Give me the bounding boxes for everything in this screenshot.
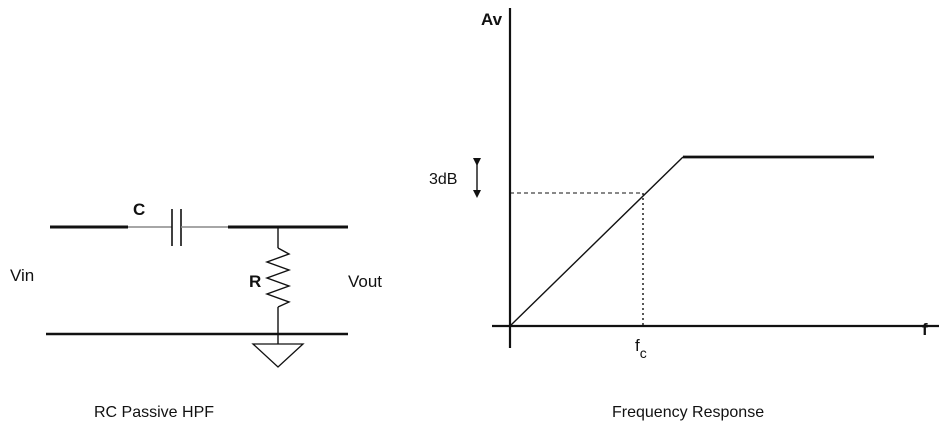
frequency-response-plot: Av f fc 3dB Frequency Response [429, 8, 939, 421]
resistor-zigzag [264, 247, 292, 308]
capacitor-label: C [133, 200, 145, 219]
resistor-label: R [249, 272, 261, 291]
y-axis-label: Av [481, 10, 503, 29]
response-caption: Frequency Response [612, 404, 764, 421]
circuit-caption: RC Passive HPF [94, 404, 214, 421]
cutoff-subscript: c [640, 345, 647, 361]
cutoff-frequency-label: fc [635, 336, 647, 361]
response-rising-slope [509, 156, 684, 327]
gain-3db-label: 3dB [429, 171, 457, 188]
rc-hpf-circuit: C R Vin Vout RC Passive HPF [10, 200, 382, 421]
x-axis-label: f [922, 320, 928, 339]
input-label: Vin [10, 266, 34, 285]
ground-icon [251, 343, 305, 368]
output-label: Vout [348, 272, 382, 291]
